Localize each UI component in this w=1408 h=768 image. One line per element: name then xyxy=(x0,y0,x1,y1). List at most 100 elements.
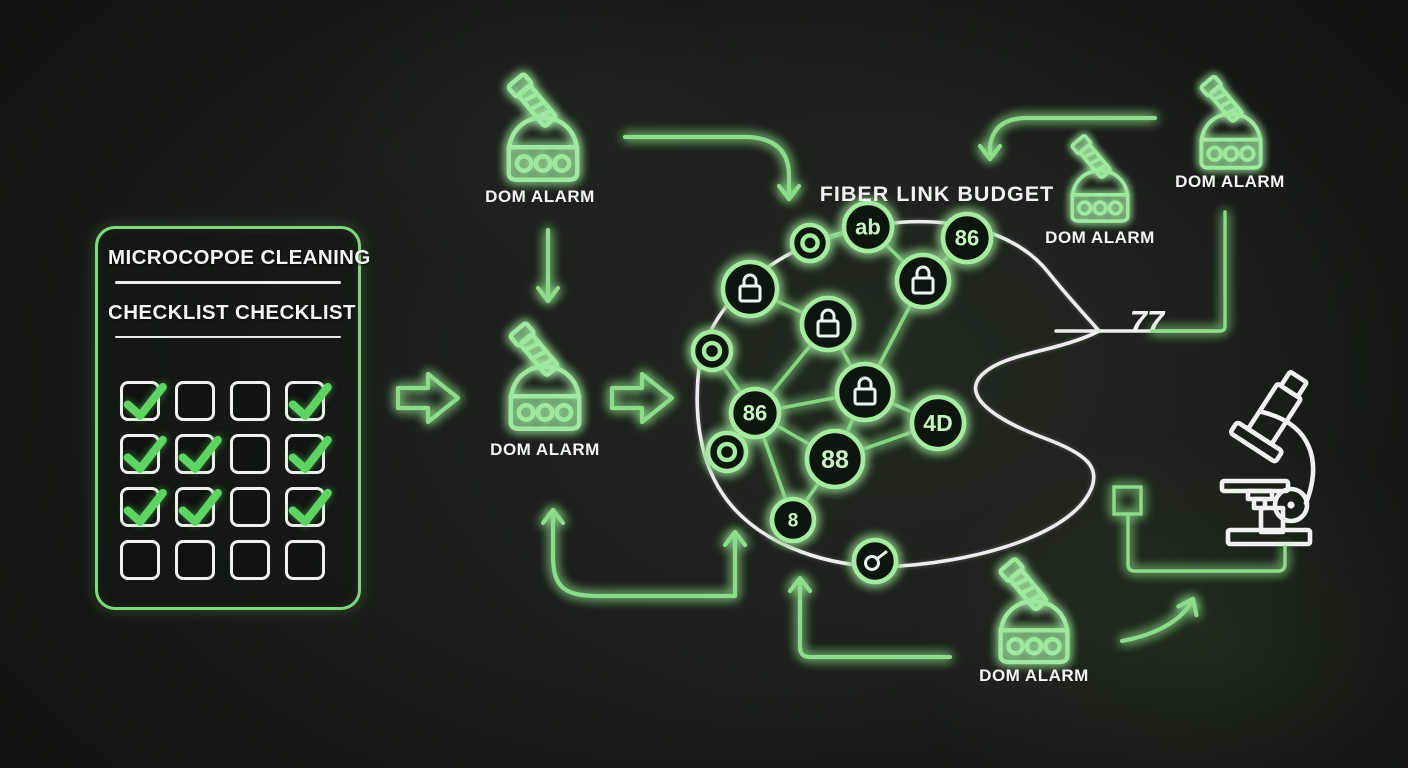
network-outline-curve xyxy=(695,219,1101,569)
checkmark-icon xyxy=(123,382,167,420)
network-node-ring xyxy=(690,329,734,373)
microscope-icon xyxy=(1219,370,1316,547)
lock-icon-body xyxy=(911,276,935,295)
checkbox-checked xyxy=(175,487,222,527)
network-title: FIBER LINK BUDGET xyxy=(820,182,1054,206)
lock-icon-shackle xyxy=(857,376,873,391)
network-node-ring xyxy=(789,222,831,264)
node-circle xyxy=(720,259,780,319)
network-node-text: ab xyxy=(841,200,895,254)
lock-icon-body xyxy=(853,387,877,406)
node-circle xyxy=(894,252,952,310)
arrow-u-double xyxy=(540,507,748,599)
checkmark-icon xyxy=(178,488,222,526)
dom-alarm-icon-bottom xyxy=(1000,558,1068,662)
node-circle xyxy=(909,394,967,452)
key-icon-stem xyxy=(875,550,888,561)
connector-elbow-microscope xyxy=(1126,512,1287,573)
dom-alarm-icon-top xyxy=(508,74,577,180)
checkbox-checked xyxy=(175,434,222,474)
checkmark-icon xyxy=(288,488,332,526)
card-divider xyxy=(115,281,341,284)
node-circle xyxy=(705,430,749,474)
checkbox-checked xyxy=(285,381,332,421)
card-title-line2: CHECKLIST CHECKLIST xyxy=(108,300,356,324)
ring-inner xyxy=(716,441,738,463)
dom-alarm-label-middle: DOM ALARM xyxy=(490,440,600,459)
lock-icon-shackle xyxy=(742,273,758,288)
node-glyph-text: ab xyxy=(855,215,881,240)
network-node-text: 8 xyxy=(769,496,817,544)
dom-alarm-icon-topright-inner xyxy=(1069,133,1130,223)
network-node-lock xyxy=(834,361,896,423)
checkbox-empty xyxy=(175,381,215,421)
network-node-lock xyxy=(720,259,780,319)
flow-arrows xyxy=(395,115,1287,660)
checkbox-checked xyxy=(285,487,332,527)
dom-alarm-icon-topright-outer xyxy=(1198,73,1263,170)
checkmark-icon xyxy=(123,435,167,473)
node-circle xyxy=(789,222,831,264)
network-nodes: ab 86 86 4D 888 xyxy=(690,200,994,585)
dom-alarm-label-top: DOM ALARM xyxy=(485,187,595,206)
card-divider xyxy=(115,335,341,338)
node-circle xyxy=(841,200,895,254)
connector-square xyxy=(1112,485,1143,516)
dom-alarm-icon-middle xyxy=(510,323,579,429)
network-node-text: 88 xyxy=(804,428,866,490)
annotation-77: 77 xyxy=(1130,304,1166,339)
network-node-lock xyxy=(799,295,857,353)
checkmark-icon xyxy=(178,435,222,473)
checkbox-checked xyxy=(120,381,167,421)
lock-icon-body xyxy=(738,284,762,303)
network-node-text: 86 xyxy=(728,386,782,440)
checkmark-icon xyxy=(288,435,332,473)
node-circle xyxy=(728,386,782,440)
connector-elbow-77 xyxy=(1150,210,1227,333)
checkbox-empty xyxy=(230,487,270,527)
network-node-text: 4D xyxy=(909,394,967,452)
key-icon xyxy=(864,555,880,571)
dom-alarm-label-topright-outer: DOM ALARM xyxy=(1175,172,1285,191)
arrow-top-curved xyxy=(622,134,802,202)
dom-alarm-label-bottom: DOM ALARM xyxy=(979,666,1089,685)
node-circle xyxy=(834,361,896,423)
node-glyph-text: 86 xyxy=(743,401,767,426)
node-circle xyxy=(940,211,994,265)
ring-inner xyxy=(800,233,820,253)
checkmark-icon xyxy=(123,488,167,526)
block-arrow-left xyxy=(395,371,461,425)
network-node-lock xyxy=(894,252,952,310)
checkbox-checked xyxy=(120,434,167,474)
checkbox-empty xyxy=(285,540,325,580)
card-title-line1: MICROCOPOE CLEANING xyxy=(108,246,371,269)
checkbox-empty xyxy=(120,540,160,580)
checkbox-checked xyxy=(120,487,167,527)
checkbox-empty xyxy=(230,540,270,580)
checkmark-icon xyxy=(288,382,332,420)
dom-alarm-label-topright-inner: DOM ALARM xyxy=(1045,228,1155,247)
lock-icon-body xyxy=(816,319,840,338)
node-glyph-text: 86 xyxy=(955,226,979,251)
network-node-ring xyxy=(705,430,749,474)
checkbox-empty xyxy=(175,540,215,580)
node-circle xyxy=(851,537,899,585)
lock-icon-shackle xyxy=(915,265,931,280)
checkbox-checked xyxy=(285,434,332,474)
node-circle xyxy=(799,295,857,353)
checkbox-empty xyxy=(230,381,270,421)
arrow-bottomright-curved xyxy=(1119,596,1199,644)
node-circle xyxy=(769,496,817,544)
arrow-elbow-up xyxy=(787,575,953,660)
node-glyph-text: 88 xyxy=(821,446,849,474)
checkbox-grid xyxy=(120,381,342,580)
checkbox-empty xyxy=(230,434,270,474)
lock-icon-shackle xyxy=(820,308,836,323)
node-circle xyxy=(690,329,734,373)
network-node-text: 86 xyxy=(940,211,994,265)
block-arrow-right xyxy=(609,371,675,425)
ring-inner xyxy=(701,340,723,362)
node-circle xyxy=(804,428,866,490)
